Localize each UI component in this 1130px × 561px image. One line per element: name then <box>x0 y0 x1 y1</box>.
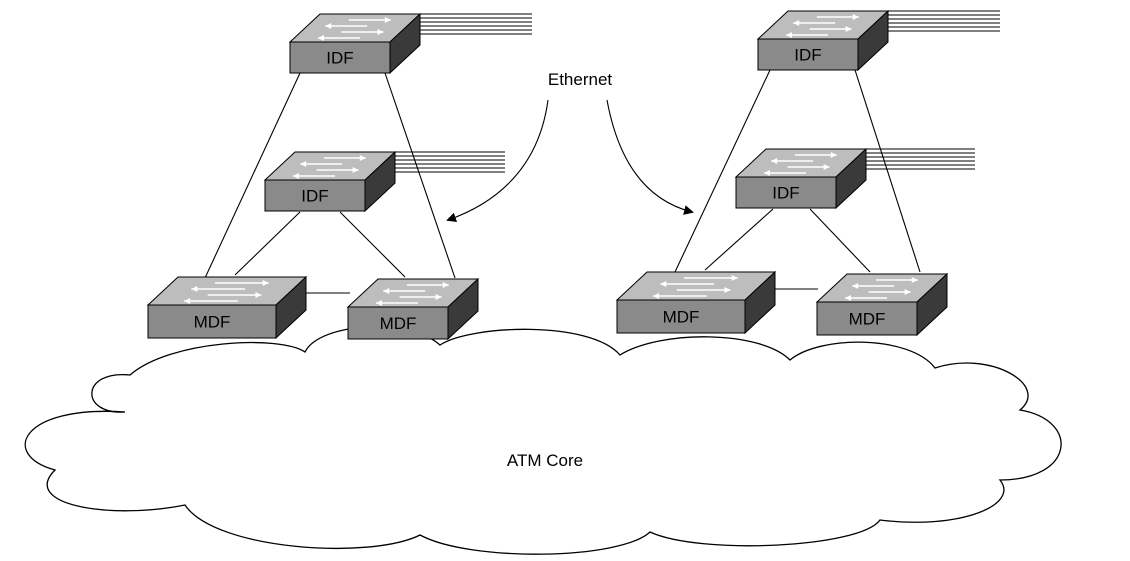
switch-label: MDF <box>663 308 700 327</box>
switch-arrowhead <box>318 35 324 41</box>
switch-label: IDF <box>326 49 353 68</box>
switch-arrowhead <box>852 14 859 20</box>
switch-label: IDF <box>301 187 328 206</box>
switch-left-mdf-b: lan-switch-iconMDF <box>346 277 480 341</box>
ethernet-arrow-left <box>446 99 549 223</box>
switch-arrowhead <box>724 287 731 293</box>
switch-arrowhead <box>377 29 384 35</box>
switch-arrowhead <box>904 289 911 295</box>
switch-arrowhead <box>262 280 269 286</box>
switch-arrowhead <box>255 292 262 298</box>
switch-arrowhead <box>731 275 738 281</box>
switch-front-face <box>347 306 449 340</box>
switch-front-face <box>757 38 859 71</box>
switch-arrowhead <box>771 158 778 164</box>
switch-label: MDF <box>849 310 886 329</box>
switch-arrowhead <box>911 277 918 283</box>
switch-right-mid: lan-switch-iconIDF <box>734 147 868 210</box>
switch-arrowhead <box>325 23 332 29</box>
switch-arrowhead <box>300 161 307 167</box>
switch-right-top: lan-switch-iconIDF <box>756 9 890 72</box>
switch-front-face <box>289 41 391 74</box>
switch-left-mid: lan-switch-iconIDF <box>263 150 397 213</box>
switch-label: IDF <box>794 46 821 65</box>
switch-label: MDF <box>194 313 231 332</box>
switch-arrowhead <box>184 298 191 304</box>
switch-arrowhead <box>384 17 391 23</box>
switch-arrowhead <box>383 288 390 294</box>
switch-left-mdf-a: lan-switch-iconMDF <box>146 275 308 340</box>
switch-front-face <box>264 179 366 212</box>
switch-front-face <box>616 299 746 334</box>
ethernet-callout: Ethernet <box>446 70 694 223</box>
switch-arrowhead <box>823 164 830 170</box>
switch-arrowhead <box>830 152 837 158</box>
right-links <box>674 69 921 290</box>
ethernet-label: Ethernet <box>548 70 613 89</box>
switch-label: MDF <box>380 314 417 333</box>
left-links <box>204 72 456 294</box>
switch-arrowhead <box>442 282 449 288</box>
switch-arrowhead <box>764 170 770 176</box>
switch-right-mdf-b: lan-switch-iconMDF <box>815 272 949 337</box>
atm-core-cloud: ATM Core <box>24 326 1062 555</box>
switch-front-face <box>816 301 918 336</box>
ethernet-drops-left-mid <box>395 151 505 173</box>
switch-arrowhead <box>845 295 851 301</box>
atm-core-label: ATM Core <box>507 451 583 470</box>
switch-arrowhead <box>435 294 442 300</box>
switch-front-face <box>147 304 277 339</box>
switch-arrowhead <box>376 300 382 306</box>
switch-arrowhead <box>845 26 852 32</box>
ethernet-drops-right-mid <box>860 148 975 170</box>
switch-arrowhead <box>653 293 660 299</box>
switch-arrowhead <box>293 173 299 179</box>
ethernet-arrow-right <box>606 99 694 215</box>
switch-arrowhead <box>352 167 359 173</box>
switch-right-mdf-a: lan-switch-iconMDF <box>615 270 777 335</box>
switch-arrowhead <box>793 20 800 26</box>
switch-front-face <box>735 176 837 209</box>
switch-left-top: lan-switch-iconIDF <box>288 12 422 75</box>
switch-arrowhead <box>359 155 366 161</box>
switch-arrowhead <box>786 32 792 38</box>
switch-label: IDF <box>772 184 799 203</box>
switch-arrowhead <box>660 281 667 287</box>
switch-arrowhead <box>852 283 859 289</box>
switch-arrowhead <box>191 286 198 292</box>
